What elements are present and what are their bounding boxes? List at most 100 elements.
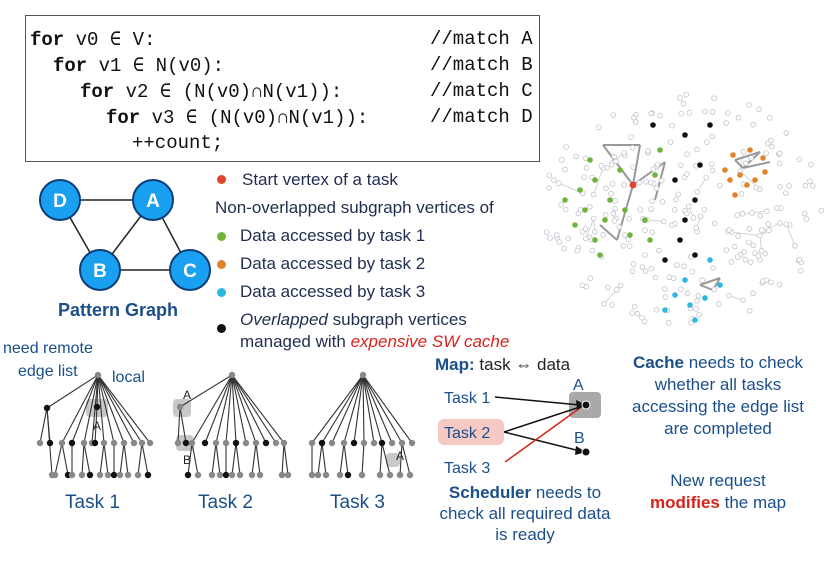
- tree-node: [100, 439, 108, 447]
- network-node: [693, 225, 699, 231]
- network-node: [796, 256, 803, 263]
- pattern-graph-caption: Pattern Graph: [58, 300, 179, 320]
- network-node: [610, 112, 617, 118]
- tree-node: [232, 439, 240, 447]
- network-highlight-edge: [742, 161, 771, 169]
- network-node: [711, 286, 718, 293]
- tree-edge: [71, 374, 99, 444]
- network-node: [649, 229, 656, 236]
- network-node: [776, 160, 783, 167]
- network-node: [674, 262, 680, 268]
- tree-node: [406, 471, 414, 479]
- network-node: [543, 229, 550, 235]
- tree-edge: [231, 374, 267, 444]
- tree-edge: [54, 442, 63, 476]
- network-highlight-node: [592, 177, 598, 183]
- network-node: [609, 181, 616, 187]
- network-node: [621, 149, 627, 156]
- network-highlight-node: [652, 172, 658, 178]
- network-node: [747, 259, 754, 265]
- network-highlight-node: [682, 277, 688, 283]
- need-remote-label: need remote: [3, 340, 93, 357]
- tree-edge: [343, 442, 349, 476]
- network-node: [556, 180, 562, 186]
- network-node: [808, 161, 814, 168]
- tree-node: [120, 439, 128, 447]
- network-node: [709, 133, 715, 140]
- network-node: [626, 243, 633, 249]
- tree-node: [212, 439, 220, 447]
- network-node: [636, 179, 643, 186]
- network-node: [685, 203, 692, 210]
- network-highlight-node: [602, 217, 608, 223]
- task1-caption: Task 1: [65, 492, 120, 513]
- network-node: [783, 130, 790, 136]
- network-node: [735, 114, 742, 121]
- trees-panel: need remote edge list local A A B A Task…: [3, 340, 416, 513]
- network-node: [739, 210, 746, 217]
- network-node: [763, 150, 769, 156]
- tree-edge: [331, 374, 364, 444]
- legend-managed: managed with expensive SW cache: [240, 332, 510, 351]
- tree-edge: [283, 442, 289, 476]
- pattern-graph: D A B C: [39, 179, 211, 291]
- tree-edge: [191, 374, 233, 444]
- network-node: [749, 210, 755, 216]
- network-node: [629, 268, 636, 275]
- network-node: [777, 220, 783, 226]
- network-highlight-node: [677, 237, 683, 243]
- tree-edge: [215, 442, 221, 476]
- tree-node: [78, 471, 86, 479]
- tree-edge: [94, 406, 98, 444]
- network-node: [756, 106, 762, 113]
- tree-node: [256, 471, 264, 479]
- network-node: [765, 221, 771, 227]
- tree-edge: [255, 442, 261, 476]
- network-highlight-node: [732, 192, 738, 198]
- network-node: [603, 185, 609, 191]
- task2-highlight: [438, 419, 504, 445]
- network-highlight-node: [707, 257, 713, 263]
- network-node: [563, 144, 569, 150]
- network-node: [746, 102, 752, 108]
- network-highlight-node: [617, 167, 623, 173]
- tree-node: [216, 471, 224, 479]
- network-highlight-node: [597, 252, 603, 258]
- tree-edge: [231, 374, 247, 444]
- network-node: [656, 247, 662, 254]
- tree-edge: [317, 442, 323, 476]
- map-label-a: A: [573, 377, 584, 394]
- network-node: [769, 143, 775, 150]
- network-node: [589, 247, 595, 254]
- task3-dot: [217, 288, 226, 297]
- tree-node: [308, 439, 316, 447]
- network-node: [726, 292, 732, 299]
- network-node: [731, 243, 738, 250]
- network-node: [694, 189, 700, 195]
- tree-node: [222, 471, 230, 479]
- network-node: [582, 226, 589, 232]
- tree-node: [278, 471, 286, 479]
- tree-node: [182, 439, 190, 447]
- network-graph: [543, 91, 825, 326]
- tree-edge: [137, 442, 143, 476]
- tree-node: [350, 439, 358, 447]
- network-highlight-node: [650, 122, 656, 128]
- network-node: [750, 290, 756, 297]
- tree-node: [360, 439, 368, 447]
- code-comment-4: //match D: [430, 106, 533, 128]
- network-node: [803, 216, 810, 222]
- network-node: [610, 210, 616, 217]
- code-line-3: for v2 ∈ (N(v0)∩N(v1)):: [80, 81, 343, 103]
- network-node: [598, 163, 604, 169]
- tree-node: [318, 439, 326, 447]
- tree-edge: [39, 407, 48, 444]
- tree-edge: [46, 374, 99, 409]
- cache-note: Cache needs to check whether all tasks a…: [632, 353, 804, 438]
- network-node: [689, 268, 696, 275]
- network-node: [558, 201, 564, 208]
- network-node: [818, 207, 825, 214]
- tree-node: [116, 471, 124, 479]
- network-node: [668, 222, 675, 228]
- network-node: [648, 110, 654, 117]
